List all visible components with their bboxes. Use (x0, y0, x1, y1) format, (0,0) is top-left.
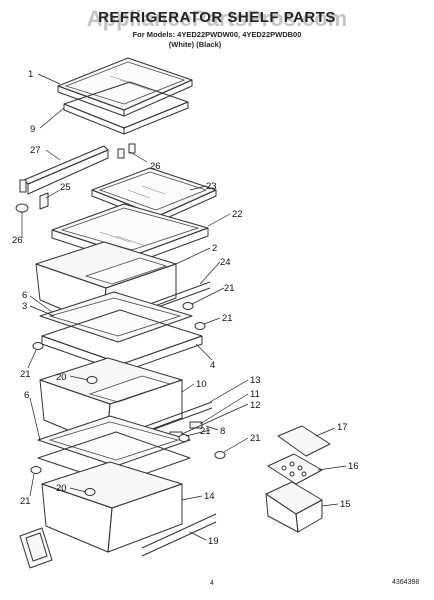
callout-11: 11 (250, 389, 260, 400)
part-25-bracket (39, 192, 49, 210)
callout-21-d: 21 (200, 426, 211, 437)
part-6-crisper-cover-lower (37, 415, 191, 485)
part-27-shelf-rail (19, 145, 109, 195)
callout-numbers: 1 9 27 26 25 23 26 22 2 24 21 6 3 21 21 … (12, 69, 359, 547)
part-1-glass-shelf (57, 57, 193, 117)
callout-27: 27 (30, 145, 41, 156)
callout-21-c: 21 (20, 369, 31, 380)
callout-21-b: 21 (222, 313, 233, 324)
watermark: AppliancePartsPros.com (86, 6, 348, 31)
part-3-crisper-cover-glass (39, 291, 193, 343)
callout-3: 3 (22, 301, 27, 312)
callout-25: 25 (60, 182, 71, 193)
part-15-egg-bin (265, 481, 323, 533)
callout-24: 24 (220, 257, 231, 268)
leader-lines (21, 73, 347, 541)
callout-19: 19 (208, 536, 219, 547)
callout-10: 10 (196, 379, 207, 390)
callout-9: 9 (30, 124, 35, 135)
page-title: REFRIGERATOR SHELF PARTS (98, 9, 336, 26)
callout-2: 2 (212, 243, 217, 254)
part-26-screw-lower (15, 203, 29, 213)
part-17-egg-bin-lid (277, 425, 331, 457)
callout-23: 23 (206, 181, 217, 192)
part-26-screws-upper (117, 143, 136, 159)
callout-21-a: 21 (224, 283, 235, 294)
model-subtitle: For Models: 4YED22PWDW00, 4YED22PWDB00 (132, 30, 302, 39)
callout-6-upper: 6 (22, 290, 27, 301)
callout-14: 14 (204, 491, 215, 502)
callout-21-f: 21 (20, 496, 31, 507)
callout-15: 15 (340, 499, 351, 510)
callout-13: 13 (250, 375, 261, 386)
callout-4: 4 (210, 360, 215, 371)
callout-8: 8 (220, 426, 225, 437)
callout-16: 16 (348, 461, 359, 472)
color-subtitle: (White) (Black) (168, 40, 222, 49)
callout-26-lower: 26 (12, 235, 23, 246)
callout-21-e: 21 (250, 433, 261, 444)
callout-20-lower: 20 (56, 483, 67, 494)
callout-12: 12 (250, 400, 261, 411)
part-16-egg-tray (267, 453, 323, 485)
page-number: 4 (210, 580, 214, 587)
callout-1: 1 (28, 69, 33, 80)
callout-26-upper: 26 (150, 161, 161, 172)
part-22-glass-shelf (51, 203, 209, 265)
callout-6-lower: 6 (24, 390, 29, 401)
callout-17: 17 (337, 422, 348, 433)
part-21-clips (30, 302, 226, 474)
callout-22: 22 (232, 209, 243, 220)
callout-20-upper: 20 (56, 372, 67, 383)
part-14-crisper-drawer-lower (41, 461, 183, 553)
label-card (19, 527, 53, 569)
document-number: 4364398 (392, 579, 420, 586)
part-19-slide-rod-lower (141, 513, 217, 557)
